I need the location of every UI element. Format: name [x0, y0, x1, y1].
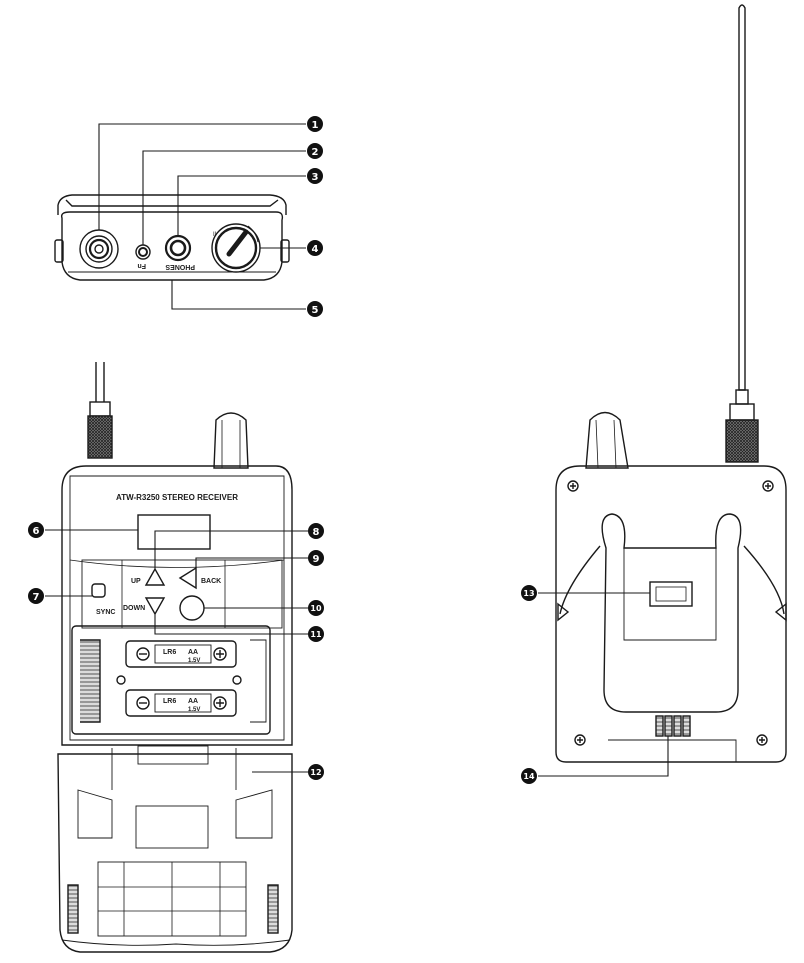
- battery-1-voltage: 1.5V: [188, 658, 200, 664]
- set-button[interactable]: [179, 595, 205, 621]
- up-button[interactable]: [144, 567, 166, 586]
- battery-door: [57, 753, 293, 953]
- callout-8-number: 8: [313, 527, 320, 538]
- volume-knob[interactable]: II: [211, 223, 261, 273]
- battery-1: [125, 640, 237, 668]
- up-label: UP: [131, 578, 141, 585]
- callout-7-number: 7: [33, 592, 40, 603]
- front-body: [61, 465, 293, 746]
- model-label: ATW-R3250 STEREO RECEIVER: [116, 493, 238, 502]
- svg-text:II: II: [213, 232, 217, 238]
- callout-2-marker: [307, 143, 323, 159]
- front-antenna-nut: [87, 415, 113, 459]
- callout-4-marker: [307, 240, 323, 256]
- callout-3-number: 3: [312, 172, 319, 183]
- back-view: [555, 4, 787, 763]
- bottom-grip: [655, 715, 691, 737]
- antenna-connector: [79, 229, 119, 269]
- callout-7-marker: [28, 588, 44, 604]
- antenna-whip: [738, 4, 746, 391]
- callout-5-number: 5: [312, 305, 319, 316]
- fn-button[interactable]: [135, 244, 151, 260]
- callout-numbers: 1 2 3 4 5 6 7 8 9 10 11 12 13 14: [33, 120, 535, 781]
- sync-label: SYNC: [96, 609, 115, 616]
- leader-lines: [45, 123, 669, 777]
- callout-11-number: 11: [310, 630, 322, 639]
- callout-10-number: 10: [310, 604, 322, 613]
- phones-label: PHONES: [165, 263, 195, 270]
- callout-13-number: 13: [523, 589, 534, 598]
- callout-11-marker: [308, 626, 324, 642]
- back-body: [555, 465, 787, 763]
- callout-14-number: 14: [523, 772, 535, 781]
- battery-compartment: [71, 625, 271, 735]
- front-volume-knob: [213, 412, 249, 469]
- battery-2-size: AA: [188, 698, 198, 705]
- front-view: [57, 362, 293, 953]
- callout-2-number: 2: [312, 147, 319, 158]
- callout-14-marker: [521, 768, 537, 784]
- display-window: [137, 514, 211, 550]
- battery-2-voltage: 1.5V: [188, 707, 200, 713]
- down-button[interactable]: [144, 597, 166, 616]
- belt-clip: [601, 513, 742, 713]
- callout-8-marker: [308, 523, 324, 539]
- down-label: DOWN: [123, 605, 145, 612]
- battery-1-size: AA: [188, 649, 198, 656]
- callout-13-marker: [521, 585, 537, 601]
- battery-1-type: LR6: [163, 649, 176, 656]
- callout-1-marker: [307, 116, 323, 132]
- clip-window: [649, 581, 693, 607]
- callout-12-marker: [308, 764, 324, 780]
- battery-2-type: LR6: [163, 698, 176, 705]
- back-button[interactable]: [178, 566, 197, 590]
- callout-12-number: 12: [310, 768, 321, 777]
- callout-4-number: 4: [312, 244, 319, 255]
- callout-3-marker: [307, 168, 323, 184]
- callout-1-number: 1: [312, 120, 319, 131]
- callout-10-marker: [308, 600, 324, 616]
- callout-5-marker: [307, 301, 323, 317]
- callout-6-number: 6: [33, 526, 40, 537]
- callout-markers: [28, 116, 537, 784]
- callout-9-number: 9: [313, 554, 320, 565]
- battery-2: [125, 689, 237, 717]
- back-antenna-nut: [725, 419, 759, 463]
- phones-jack[interactable]: [164, 234, 192, 262]
- sync-button[interactable]: [91, 583, 106, 598]
- callout-6-marker: [28, 522, 44, 538]
- fn-label: Fn: [137, 262, 146, 269]
- back-label: BACK: [201, 578, 221, 585]
- callout-9-marker: [308, 550, 324, 566]
